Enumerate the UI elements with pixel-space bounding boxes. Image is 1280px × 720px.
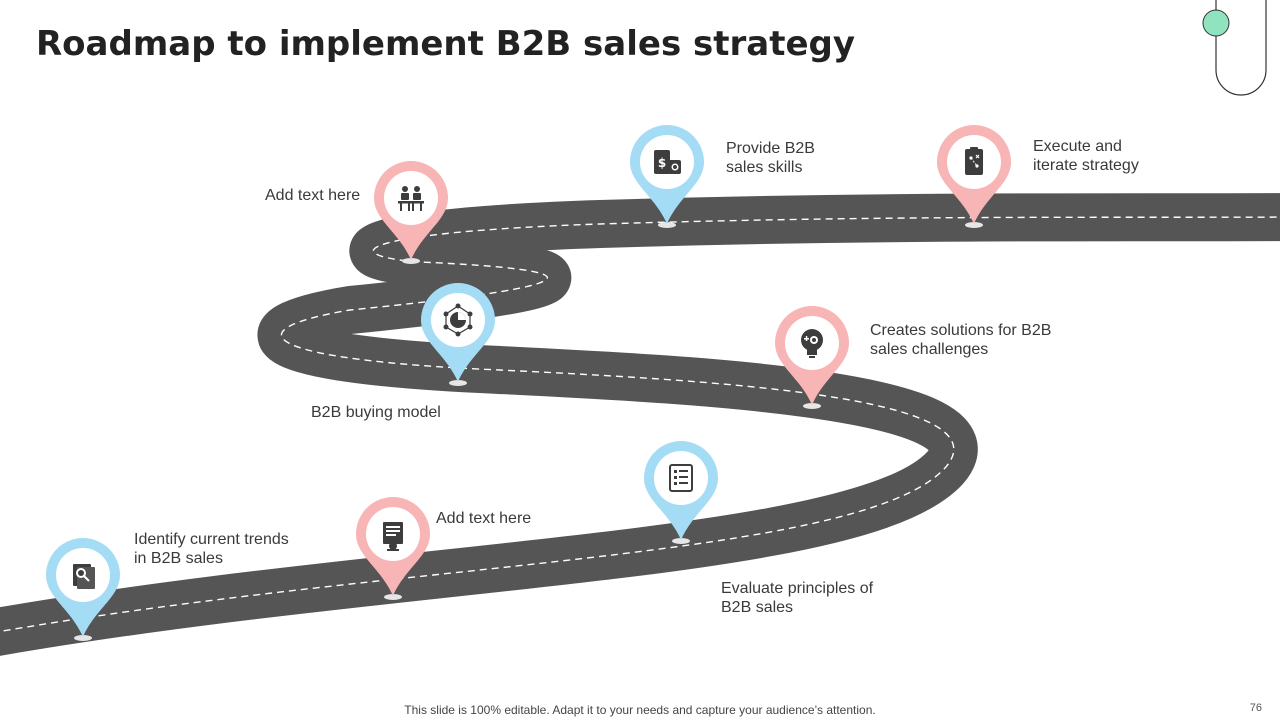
document-search-icon xyxy=(73,564,95,589)
milestone-label-3: Evaluate principles of B2B sales xyxy=(721,580,874,616)
checklist-icon xyxy=(669,464,693,492)
milestone-label-1: Identify current trends in B2B sales xyxy=(134,531,289,567)
milestone-pin-1 xyxy=(46,538,120,641)
svg-text:$: $ xyxy=(658,156,666,170)
milestone-pin-5 xyxy=(421,283,495,386)
certificate-icon xyxy=(383,522,403,551)
milestone-label-5: B2B buying model xyxy=(311,404,441,421)
road xyxy=(0,193,1280,656)
milestone-label-8: Execute and iterate strategy xyxy=(1033,138,1139,174)
lightbulb-gear-icon xyxy=(801,329,823,358)
milestone-label-4: Creates solutions for B2B sales challeng… xyxy=(870,322,1052,358)
milestone-pin-6 xyxy=(374,161,448,264)
milestone-pin-2 xyxy=(356,497,430,600)
milestone-label-7: Provide B2B sales skills xyxy=(726,140,815,176)
milestone-pin-8 xyxy=(937,125,1011,228)
road-center-line xyxy=(0,216,1280,633)
money-bag-icon: $ xyxy=(654,150,681,174)
footer-note: This slide is 100% editable. Adapt it to… xyxy=(404,703,876,717)
milestone-pin-4 xyxy=(775,306,849,409)
milestone-label-6: Add text here xyxy=(265,187,361,204)
milestone-label-2: Add text here xyxy=(436,510,532,527)
team-presentation-icon xyxy=(398,186,424,211)
strategy-board-icon xyxy=(965,147,983,175)
milestone-pin-7: $ xyxy=(630,125,704,228)
page-number: 76 xyxy=(1249,702,1262,714)
network-pie-icon xyxy=(443,303,473,337)
decorative-dot xyxy=(1202,9,1230,37)
milestone-pin-3 xyxy=(644,441,718,544)
slide-title: Roadmap to implement B2B sales strategy xyxy=(36,24,856,64)
